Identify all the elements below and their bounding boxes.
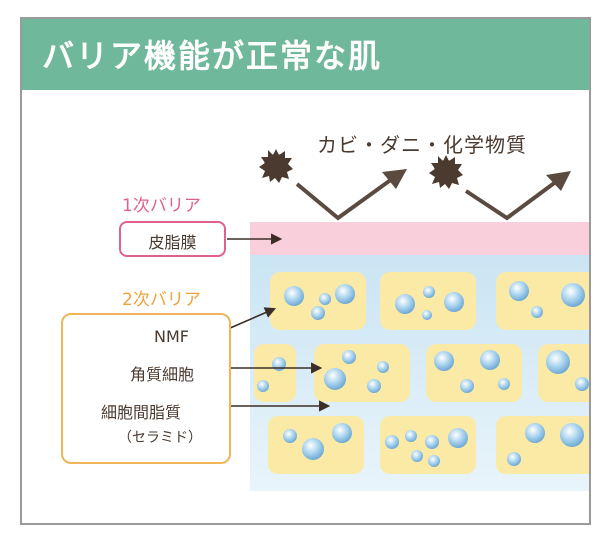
deflect-arrow-head [382,169,407,189]
sebum-label: 皮脂膜 [148,233,197,252]
nmf-bubble [531,306,543,318]
nmf-bubble [425,435,439,449]
sebum-layer [250,222,589,255]
nmf-bubble [498,378,510,390]
nmf-bubble [423,286,435,298]
nmf-bubble [434,351,454,371]
nmf-bubble [395,294,415,314]
nmf-bubble [311,306,325,320]
primary-barrier-label: 1次バリア [122,196,201,216]
nmf-bubble [377,361,389,373]
nmf-bubble [367,379,381,393]
allergen-particle-icon [429,155,463,189]
skin-diagram [213,149,589,491]
nmf-bubble [525,423,545,443]
nmf-bubble [335,284,355,304]
allergen-label: カビ・ダニ・化学物質 [317,133,527,157]
nmf-bubble [428,455,440,467]
ceramide-label: （セラミド） [118,430,202,446]
deflect-arrow-head [546,171,571,191]
nmf-bubble [302,438,324,460]
nmf-bubble [411,450,423,462]
nmf-bubble [319,293,331,305]
nmf-label: NMF [154,327,189,346]
nmf-bubble [283,429,297,443]
nmf-bubble [405,430,417,442]
corneocyte-cell [380,272,476,330]
nmf-bubble [272,357,286,371]
corneocyte-cell [254,344,296,402]
nmf-bubble [480,350,500,370]
nmf-bubble [460,379,474,393]
header-bar: バリア機能が正常な肌 [22,19,589,90]
diagram-frame: バリア機能が正常な肌 [20,17,591,525]
intercellular-lipid-label: 細胞間脂質 [101,403,182,422]
nmf-bubble [324,368,346,390]
nmf-bubble [342,350,356,364]
corneocyte-label: 角質細胞 [130,365,195,384]
allergen-particle-icon [259,149,293,183]
nmf-bubble [257,380,269,392]
nmf-bubble [507,452,521,466]
nmf-bubble [448,428,468,448]
secondary-barrier-label: 2次バリア [122,290,201,310]
nmf-bubble [546,350,570,374]
nmf-bubble [561,283,585,307]
nmf-bubbles [257,281,589,467]
nmf-bubble [509,281,529,301]
sebum-label-box: 皮脂膜 [119,221,226,257]
deflect-arrow-icon [464,179,559,221]
nmf-bubble [385,435,399,449]
nmf-bubble [560,423,584,447]
nmf-bubble [444,292,464,312]
nmf-bubble [422,310,432,320]
page-title: バリア機能が正常な肌 [42,37,383,75]
nmf-bubble [332,423,352,443]
nmf-bubble [575,377,589,391]
deflect-arrow-icon [295,177,394,221]
nmf-bubble [284,286,304,306]
secondary-barrier-box [61,313,231,464]
